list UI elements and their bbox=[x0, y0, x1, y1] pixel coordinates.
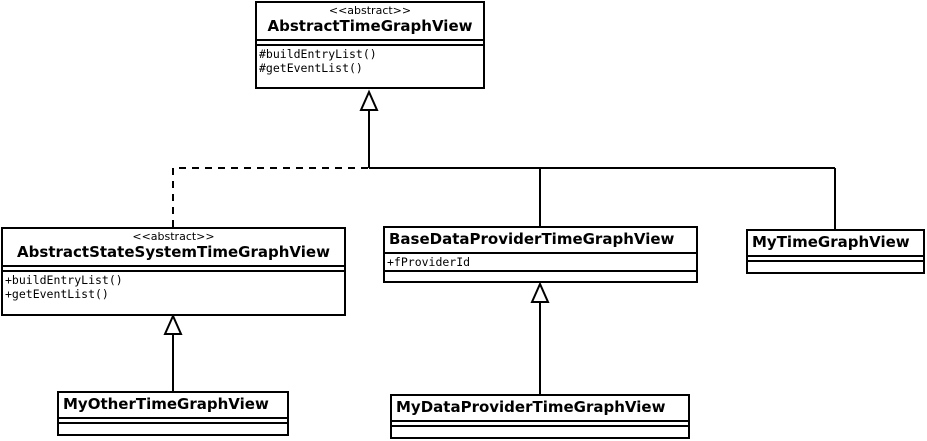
class-name: MyTimeGraphView bbox=[752, 233, 910, 251]
class-stereotype: <<abstract>> bbox=[328, 4, 412, 17]
class-attributes-section bbox=[748, 257, 923, 262]
class-attributes-section bbox=[257, 41, 483, 46]
class-abstract-state-system-time-graph-view[interactable]: <<abstract>> AbstractStateSystemTimeGrap… bbox=[1, 227, 346, 316]
class-header: MyDataProviderTimeGraphView bbox=[392, 396, 688, 422]
inheritance-arrowhead-base-data-provider bbox=[530, 281, 550, 303]
class-header: MyTimeGraphView bbox=[748, 231, 923, 257]
class-operations-section bbox=[59, 424, 287, 429]
class-my-data-provider-time-graph-view[interactable]: MyDataProviderTimeGraphView bbox=[390, 394, 690, 439]
class-attribute: +fProviderId bbox=[387, 255, 471, 269]
class-name: MyOtherTimeGraphView bbox=[63, 395, 269, 413]
class-attributes-section bbox=[59, 419, 287, 424]
class-header: BaseDataProviderTimeGraphView bbox=[385, 228, 696, 254]
class-my-other-time-graph-view[interactable]: MyOtherTimeGraphView bbox=[57, 391, 289, 436]
inheritance-arrowhead-abstract-state-system bbox=[163, 313, 183, 335]
class-attributes-section: +fProviderId bbox=[385, 254, 696, 272]
class-operation: #buildEntryList() bbox=[259, 47, 377, 61]
class-attributes-section bbox=[3, 267, 344, 272]
class-operations-section: #buildEntryList() #getEventList() bbox=[257, 46, 483, 76]
class-my-time-graph-view[interactable]: MyTimeGraphView bbox=[746, 229, 925, 274]
class-operations-section bbox=[392, 427, 688, 432]
class-name: BaseDataProviderTimeGraphView bbox=[389, 230, 675, 248]
class-header: <<abstract>> AbstractTimeGraphView bbox=[257, 3, 483, 41]
class-operation: #getEventList() bbox=[259, 61, 363, 75]
class-operations-section: +buildEntryList() +getEventList() bbox=[3, 272, 344, 302]
class-abstract-time-graph-view[interactable]: <<abstract>> AbstractTimeGraphView #buil… bbox=[255, 1, 485, 89]
class-name: AbstractStateSystemTimeGraphView bbox=[17, 243, 330, 261]
class-header: <<abstract>> AbstractStateSystemTimeGrap… bbox=[3, 229, 344, 267]
class-name: MyDataProviderTimeGraphView bbox=[396, 398, 666, 416]
class-operations-section bbox=[385, 272, 696, 277]
class-operation: +getEventList() bbox=[5, 287, 109, 301]
class-header: MyOtherTimeGraphView bbox=[59, 393, 287, 419]
class-attributes-section bbox=[392, 422, 688, 427]
class-operations-section bbox=[748, 262, 923, 267]
inheritance-arrowhead-abstract-time-graph-view bbox=[359, 89, 379, 111]
class-base-data-provider-time-graph-view[interactable]: BaseDataProviderTimeGraphView +fProvider… bbox=[383, 226, 698, 283]
class-operation: +buildEntryList() bbox=[5, 273, 123, 287]
class-stereotype: <<abstract>> bbox=[132, 230, 215, 243]
realization-dashed-line bbox=[172, 167, 369, 227]
class-name: AbstractTimeGraphView bbox=[267, 17, 473, 35]
